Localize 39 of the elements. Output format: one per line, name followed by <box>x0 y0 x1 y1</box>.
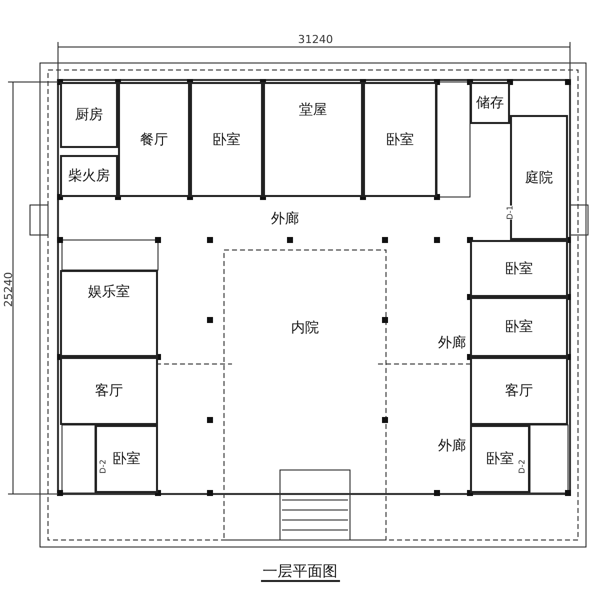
room-label: 外廊 <box>438 335 466 351</box>
room-label: 外廊 <box>271 210 299 226</box>
room-outline <box>60 357 158 425</box>
room-label: 卧室 <box>112 451 140 467</box>
room-label: 卧室 <box>505 260 533 276</box>
room-outline <box>470 357 568 425</box>
room-outline <box>470 297 568 357</box>
room-label: 柴火房 <box>68 168 110 184</box>
room-outline <box>60 270 158 357</box>
room-label: 客厅 <box>505 383 533 399</box>
room-label: 储存 <box>476 95 504 111</box>
door-tag: D-2 <box>518 459 527 474</box>
room-label: 堂屋 <box>299 102 327 118</box>
room-outline <box>363 82 437 197</box>
room-label: 内院 <box>291 320 319 336</box>
room-label: 卧室 <box>505 319 533 335</box>
room-outline <box>60 155 118 197</box>
room-outline <box>470 240 568 297</box>
room-label: 庭院 <box>525 170 553 186</box>
door-tag: D-2 <box>98 459 108 474</box>
room-outline <box>60 82 118 148</box>
room-label: 外廊 <box>438 438 466 454</box>
room-label: 卧室 <box>486 451 514 467</box>
dimension-text: 31240 <box>298 33 333 46</box>
room-outline <box>470 82 510 124</box>
room-outline <box>470 425 530 493</box>
room-label: 娱乐室 <box>88 284 130 300</box>
room-label: 客厅 <box>95 383 123 399</box>
room-label: 卧室 <box>212 132 240 148</box>
room-outline <box>263 82 363 197</box>
room-outline <box>118 82 190 197</box>
room-outline <box>190 82 263 197</box>
door-tag: D-1 <box>506 205 515 220</box>
room-label: 卧室 <box>386 132 414 148</box>
room-label: 厨房 <box>75 107 103 123</box>
room-outline <box>95 425 158 493</box>
room-label: 餐厅 <box>140 132 168 148</box>
dimension-text: 25240 <box>2 272 15 307</box>
caption: 一层平面图 <box>260 562 340 582</box>
